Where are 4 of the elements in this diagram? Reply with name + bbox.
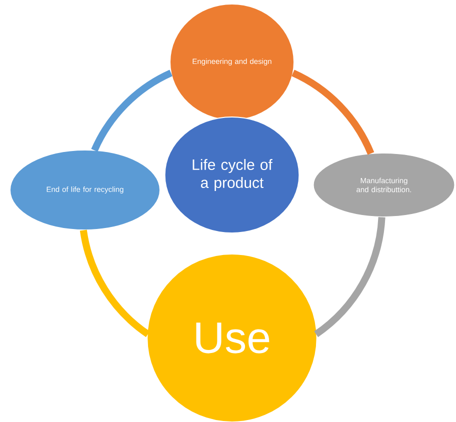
ring-arc: [314, 216, 386, 338]
ring-arc: [80, 230, 150, 338]
ring-arc: [91, 70, 172, 152]
ring-arc: [291, 70, 374, 155]
